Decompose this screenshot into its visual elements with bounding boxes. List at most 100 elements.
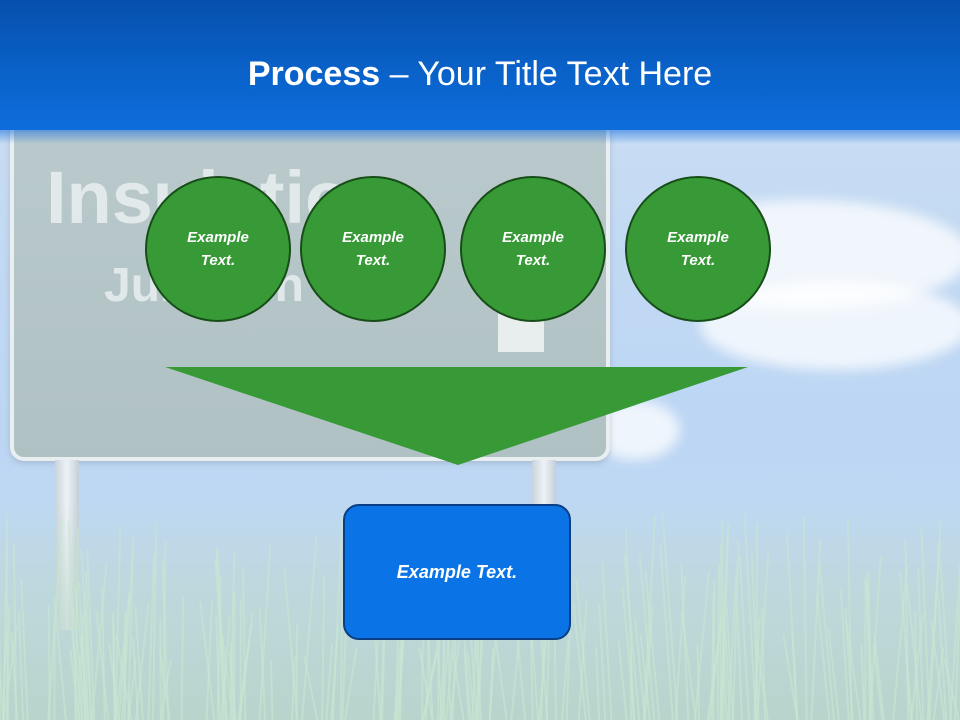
slide-title: Process – Your Title Text Here	[0, 52, 960, 96]
grass-blade	[72, 606, 87, 720]
grass-blade	[242, 567, 247, 720]
grass-blade	[661, 513, 679, 720]
grass-blade	[644, 606, 654, 720]
grass-blade	[303, 655, 319, 720]
process-step-2[interactable]: Example Text.	[300, 176, 446, 322]
slide-title-bold: Process	[247, 55, 381, 93]
grass-blade	[949, 564, 960, 720]
grass-blade	[205, 600, 214, 720]
grass-blade	[873, 634, 885, 720]
grass-blade	[731, 540, 740, 720]
process-step-3[interactable]: Example Text.	[460, 176, 606, 322]
grass-blade	[221, 634, 234, 720]
grass-blade	[2, 625, 18, 720]
grass-blade	[229, 641, 237, 720]
grass-blade	[572, 602, 587, 720]
grass-blade	[301, 535, 318, 720]
grass-blade	[818, 561, 835, 720]
grass-blade	[321, 576, 326, 720]
grass-blade	[112, 613, 117, 720]
grass-blade	[712, 580, 716, 720]
grass-blade	[595, 646, 600, 720]
grass-blade	[638, 553, 656, 720]
grass-blade	[917, 568, 925, 720]
process-step-label: Example Text.	[342, 229, 404, 269]
grass-blade	[20, 579, 29, 720]
grass-blade	[802, 516, 808, 720]
grass-blade	[910, 614, 924, 720]
process-step-4[interactable]: Example Text.	[625, 176, 771, 322]
grass-blade	[70, 628, 84, 720]
grass-blade	[932, 647, 945, 720]
grass-blade	[755, 639, 769, 720]
grass-blade	[17, 611, 25, 720]
grass-blade	[760, 608, 767, 720]
grass-blade	[601, 561, 613, 720]
grass-blade	[78, 582, 88, 720]
grass-blade	[117, 601, 130, 720]
grass-blade	[621, 586, 636, 720]
grass-blade	[95, 610, 110, 720]
grass-blade	[575, 578, 591, 720]
grass-blade	[943, 657, 960, 720]
grass-blade	[86, 550, 96, 720]
slide-title-rest: – Your Title Text Here	[380, 55, 713, 93]
grass-blade	[53, 597, 67, 720]
grass-blade	[216, 548, 225, 720]
grass-blade	[930, 620, 946, 720]
grass-blade	[561, 640, 570, 720]
grass-blade	[694, 571, 710, 720]
grass-blade	[872, 645, 884, 720]
grass-blade	[905, 659, 913, 720]
grass-blade	[73, 585, 90, 720]
grass-blade	[466, 652, 476, 720]
grass-blade	[442, 636, 446, 720]
grass-blade	[127, 537, 135, 720]
grass-blade	[451, 649, 465, 720]
grass-blade	[906, 582, 923, 720]
grass-blade	[939, 561, 952, 720]
process-result-box[interactable]: Example Text.	[343, 504, 571, 640]
grass-blade	[270, 659, 274, 720]
grass-blade	[791, 633, 798, 720]
process-result-label: Example Text.	[396, 561, 518, 582]
grass-blade	[463, 650, 470, 720]
grass-blade	[724, 628, 731, 720]
grass-blade	[258, 544, 272, 720]
grass-blade	[0, 662, 5, 720]
grass-blade	[577, 599, 588, 720]
grass-blade	[904, 539, 910, 720]
grass-blade	[865, 580, 875, 720]
funnel-arrow	[165, 367, 748, 465]
grass-blade	[180, 597, 185, 720]
grass-blade	[753, 618, 761, 720]
grass-blade	[290, 655, 296, 720]
grass-blade	[736, 607, 743, 720]
grass-blade	[598, 604, 607, 720]
grass-blade	[80, 550, 93, 720]
grass-blade	[680, 611, 697, 720]
process-step-1[interactable]: Example Text.	[145, 176, 291, 322]
grass-blade	[659, 545, 674, 720]
grass-blade	[696, 644, 700, 720]
grass-blade	[417, 646, 434, 720]
grass-blade	[216, 575, 222, 720]
title-band	[0, 0, 960, 144]
grass-blade	[743, 511, 757, 720]
grass-blade	[644, 570, 661, 720]
grass-blade	[674, 576, 686, 720]
process-step-label: Example Text.	[502, 229, 564, 269]
grass-blade	[158, 649, 171, 720]
grass-blade	[331, 513, 344, 720]
grass-blade	[617, 639, 628, 720]
grass-blade	[860, 644, 866, 720]
grass-blade	[199, 601, 216, 720]
grass-blade	[132, 637, 140, 720]
grass-blade	[810, 538, 822, 720]
grass-blade	[339, 561, 344, 720]
grass-blade	[47, 604, 51, 720]
grass-blade	[738, 555, 750, 720]
grass-blade	[920, 525, 931, 720]
grass-blade	[954, 570, 960, 720]
